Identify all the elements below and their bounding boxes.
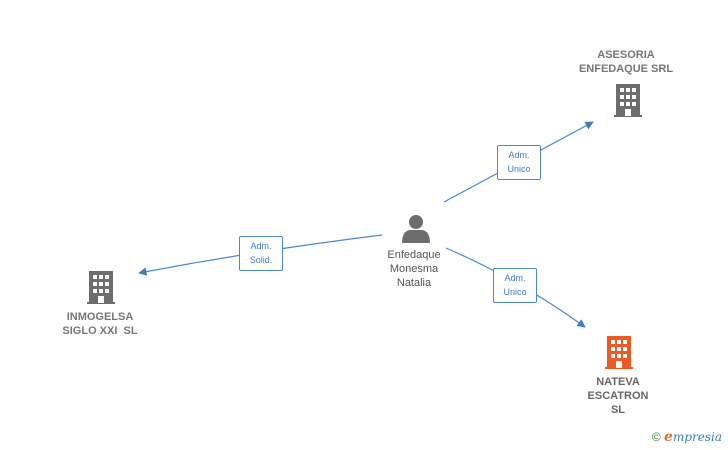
relation-asesoria-line1: Adm. bbox=[508, 150, 530, 160]
relation-box-nateva[interactable]: Adm. Unico bbox=[493, 268, 537, 303]
copyright-icon: © bbox=[651, 430, 661, 444]
nateva-label-line1: NATEVA bbox=[596, 376, 640, 388]
relation-nateva-line2: Unico bbox=[503, 287, 527, 297]
relation-box-asesoria[interactable]: Adm. Unico bbox=[497, 145, 541, 180]
nateva-label-line2: ESCATRON bbox=[587, 390, 649, 402]
person-label-line2: Monesma bbox=[389, 263, 439, 275]
person-label-line3: Natalia bbox=[396, 277, 432, 289]
person-label-line1: Enfedaque bbox=[387, 249, 441, 261]
brand-logo-text: mpresia bbox=[672, 430, 722, 444]
relation-box-inmogelsa[interactable]: Adm. Solid. bbox=[239, 236, 283, 271]
nateva-label-line3: SL bbox=[610, 404, 626, 416]
empresia-brand[interactable]: © empresia bbox=[652, 429, 722, 445]
relation-inmogelsa-line1: Adm. bbox=[250, 241, 272, 251]
relation-inmogelsa-line2: Solid. bbox=[249, 255, 273, 265]
inmogelsa-label-line1: INMOGELSA bbox=[66, 311, 134, 323]
person-icon[interactable] bbox=[402, 215, 430, 243]
person-label[interactable]: Enfedaque Monesma Natalia bbox=[366, 248, 462, 290]
brand-logo-e: e bbox=[664, 429, 673, 445]
relation-asesoria-line2: Unico bbox=[507, 164, 531, 174]
asesoria-label[interactable]: ASESORIA ENFEDAQUE SRL bbox=[568, 48, 684, 76]
nateva-label[interactable]: NATEVA ESCATRON SL bbox=[570, 375, 666, 417]
building-icon-asesoria[interactable] bbox=[614, 84, 642, 117]
inmogelsa-label[interactable]: INMOGELSA SIGLO XXI SL bbox=[44, 310, 156, 338]
relation-nateva-line1: Adm. bbox=[504, 273, 526, 283]
building-icon-inmogelsa[interactable] bbox=[87, 271, 115, 304]
building-icon-nateva[interactable] bbox=[605, 336, 633, 369]
inmogelsa-label-line2: SIGLO XXI SL bbox=[62, 325, 138, 337]
asesoria-label-line2: ENFEDAQUE SRL bbox=[578, 63, 674, 75]
asesoria-label-line1: ASESORIA bbox=[597, 49, 655, 61]
